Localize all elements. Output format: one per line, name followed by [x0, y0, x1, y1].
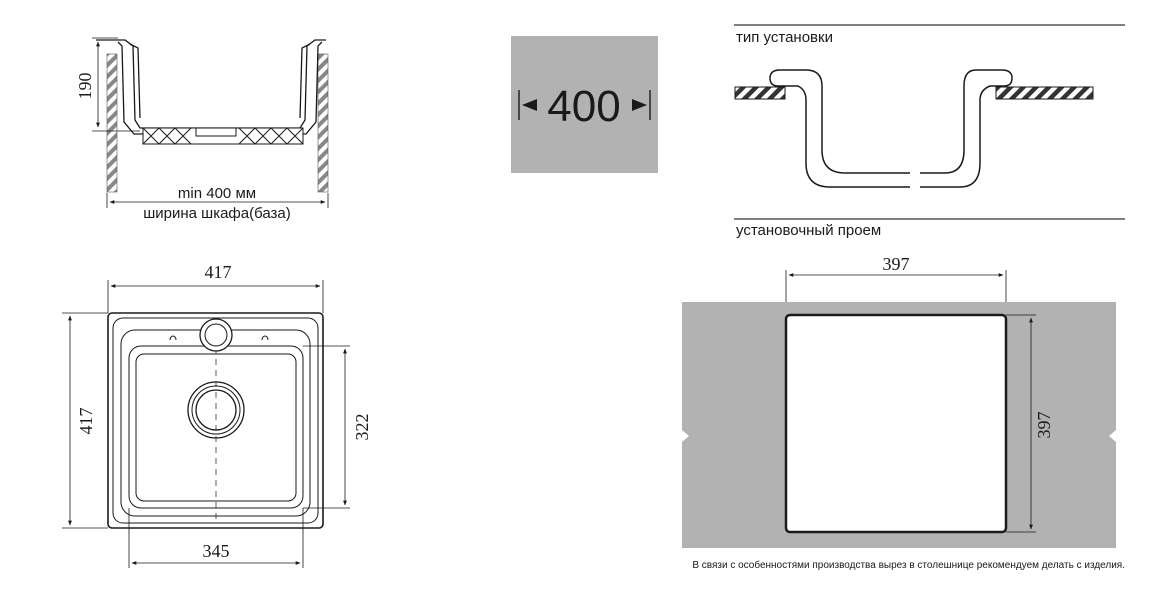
cutout-height-label: 397: [1034, 412, 1054, 439]
drain-hole-icon: [187, 381, 245, 439]
min-width-label: min 400 мм: [178, 185, 256, 202]
cabinet-size-badge: 400: [511, 36, 658, 173]
cutout-section: установочный проем 397 397 В связи с осо…: [682, 222, 1125, 571]
top-view: 417 417: [62, 262, 372, 568]
cutout-opening: [784, 313, 1008, 534]
cabinet-width-label: ширина шкафа(база): [143, 205, 291, 222]
outer-height-label: 417: [76, 408, 96, 435]
install-type-section: тип установки: [734, 24, 1125, 220]
overflow-hole-icon: [199, 318, 233, 352]
outer-width-label: 417: [205, 262, 232, 282]
side-view: 190 min 400 мм ширина шкафа(база): [75, 37, 329, 222]
cabinet-wall-left: [106, 53, 118, 193]
bowl-height-label: 322: [352, 414, 372, 441]
countertop-right: [995, 86, 1094, 100]
footnote: В связи с особенностями производства выр…: [692, 559, 1125, 571]
bowl-width-label: 345: [203, 541, 230, 561]
cutout-width-label: 397: [883, 254, 910, 274]
countertop-left: [734, 86, 786, 100]
height-label: 190: [75, 73, 95, 100]
sink-side-profile: [96, 39, 326, 135]
sink-cross-section: [769, 69, 1013, 188]
cabinet-width-dimension: [106, 193, 329, 208]
cabinet-size-value: 400: [547, 82, 620, 131]
cabinet-wall-right: [317, 53, 329, 193]
sink-top-outline: [107, 312, 324, 529]
cutout-title: установочный проем: [736, 222, 881, 239]
sink-base-feet: [142, 127, 304, 145]
height-dimension: [92, 37, 140, 132]
install-type-title: тип установки: [736, 29, 833, 46]
